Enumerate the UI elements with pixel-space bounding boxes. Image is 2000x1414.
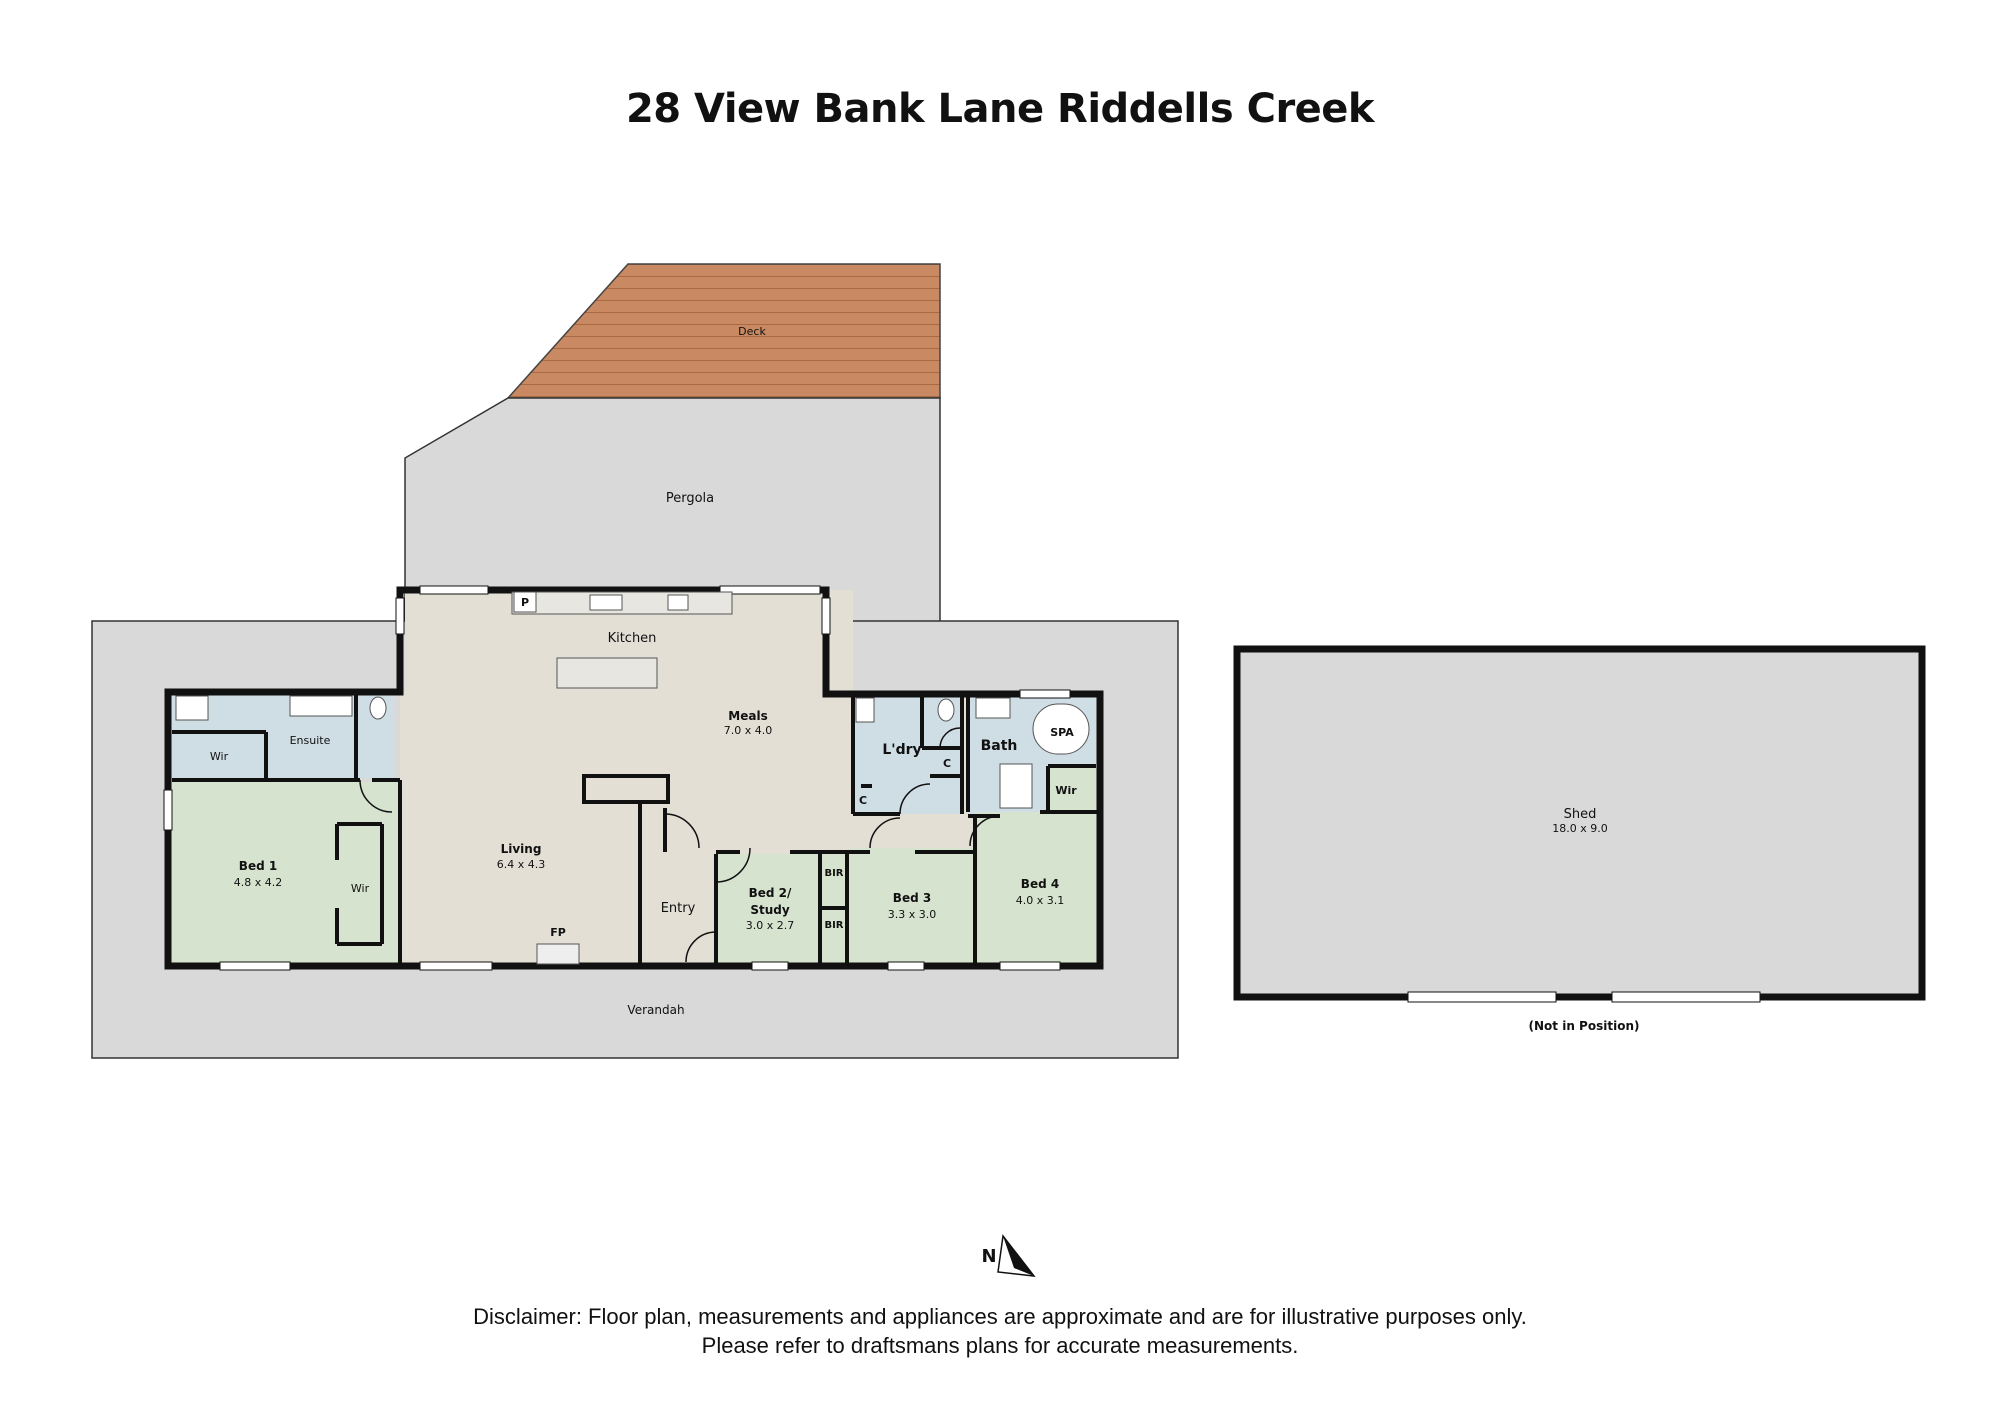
wir-bed4-label: Wir — [1055, 784, 1077, 797]
shed-label: Shed — [1564, 807, 1597, 822]
bed2-dims: 3.0 x 2.7 — [746, 919, 795, 932]
pantry-box — [513, 591, 537, 613]
ensuite-lower-floor — [266, 732, 394, 778]
ensuite-label: Ensuite — [290, 734, 331, 747]
compass-label: N — [981, 1246, 996, 1267]
cupboard-hall-label: C — [943, 757, 951, 770]
bed2-floor — [716, 854, 820, 966]
spa-label: SPA — [1050, 726, 1074, 739]
living-floor — [400, 780, 645, 966]
wir-bed1-label: Wir — [351, 882, 370, 895]
living-dims: 6.4 x 4.3 — [497, 858, 546, 871]
bir-bottom-label: BIR — [824, 920, 843, 931]
bed3-dims: 3.3 x 3.0 — [888, 908, 937, 921]
meals-label: Meals — [728, 709, 767, 723]
meals-dims: 7.0 x 4.0 — [724, 724, 773, 737]
fireplace-hearth — [536, 943, 580, 965]
bed4-label: Bed 4 — [1021, 877, 1059, 891]
laundry-tub — [855, 697, 875, 723]
entry-label: Entry — [661, 901, 696, 916]
kitchen-island — [556, 657, 658, 689]
bir-top-label: BIR — [824, 868, 843, 879]
bed1-dims: 4.8 x 4.2 — [234, 876, 283, 889]
bed3-label: Bed 3 — [893, 891, 931, 905]
door-swings — [359, 727, 1001, 963]
north-compass: N — [981, 1234, 1036, 1277]
page-title: 28 View Bank Lane Riddells Creek — [625, 86, 1375, 132]
wir-bed1-floor — [337, 824, 382, 944]
bath-label: Bath — [981, 738, 1018, 754]
shed-door-right — [1611, 991, 1761, 1003]
cooktop — [667, 594, 689, 611]
entry-floor — [645, 808, 716, 966]
pantry-label: P — [521, 596, 529, 609]
wir-ensuite-label: Wir — [210, 750, 229, 763]
bed1-label: Bed 1 — [239, 859, 277, 873]
bed4-dims: 4.0 x 3.1 — [1016, 894, 1065, 907]
fixtures — [175, 591, 1090, 965]
ensuite-toilet — [369, 696, 387, 720]
bed2-label-line1: Bed 2/ — [749, 886, 792, 900]
verandah-label: Verandah — [627, 1003, 684, 1017]
disclaimer-line2: Please refer to draftsmans plans for acc… — [701, 1333, 1299, 1358]
spa-bath — [1032, 703, 1090, 755]
shed-note: (Not in Position) — [1529, 1019, 1640, 1033]
deck-area — [506, 263, 941, 399]
ensuite-shower — [175, 695, 209, 721]
kitchen-label: Kitchen — [608, 631, 657, 646]
bed3-floor — [850, 848, 975, 966]
living-label: Living — [501, 842, 542, 856]
laundry-label: L'dry — [882, 742, 921, 758]
exterior-walls — [164, 586, 1104, 970]
bed4-floor — [978, 812, 1098, 966]
disclaimer: Disclaimer: Floor plan, measurements and… — [0, 1302, 2000, 1360]
bath-shower — [999, 763, 1033, 809]
disclaimer-line1: Disclaimer: Floor plan, measurements and… — [473, 1304, 1527, 1329]
shed-door-left — [1407, 991, 1557, 1003]
compass-needle-fill-icon — [1003, 1236, 1034, 1276]
windows — [163, 585, 1071, 971]
laundry-toilet — [937, 698, 955, 722]
cupboard-laundry-label: C — [859, 794, 867, 807]
bath-vanity — [975, 697, 1011, 719]
fireplace-label: FP — [550, 926, 566, 939]
deck-label: Deck — [738, 325, 766, 338]
shed-dims: 18.0 x 9.0 — [1552, 822, 1608, 835]
bed2-label-line2: Study — [750, 903, 790, 917]
shed — [1233, 645, 1926, 1001]
ensuite-vanity — [289, 695, 353, 717]
pergola-label: Pergola — [666, 491, 714, 506]
wir-bed4-floor — [1048, 766, 1096, 812]
sink — [589, 594, 623, 611]
